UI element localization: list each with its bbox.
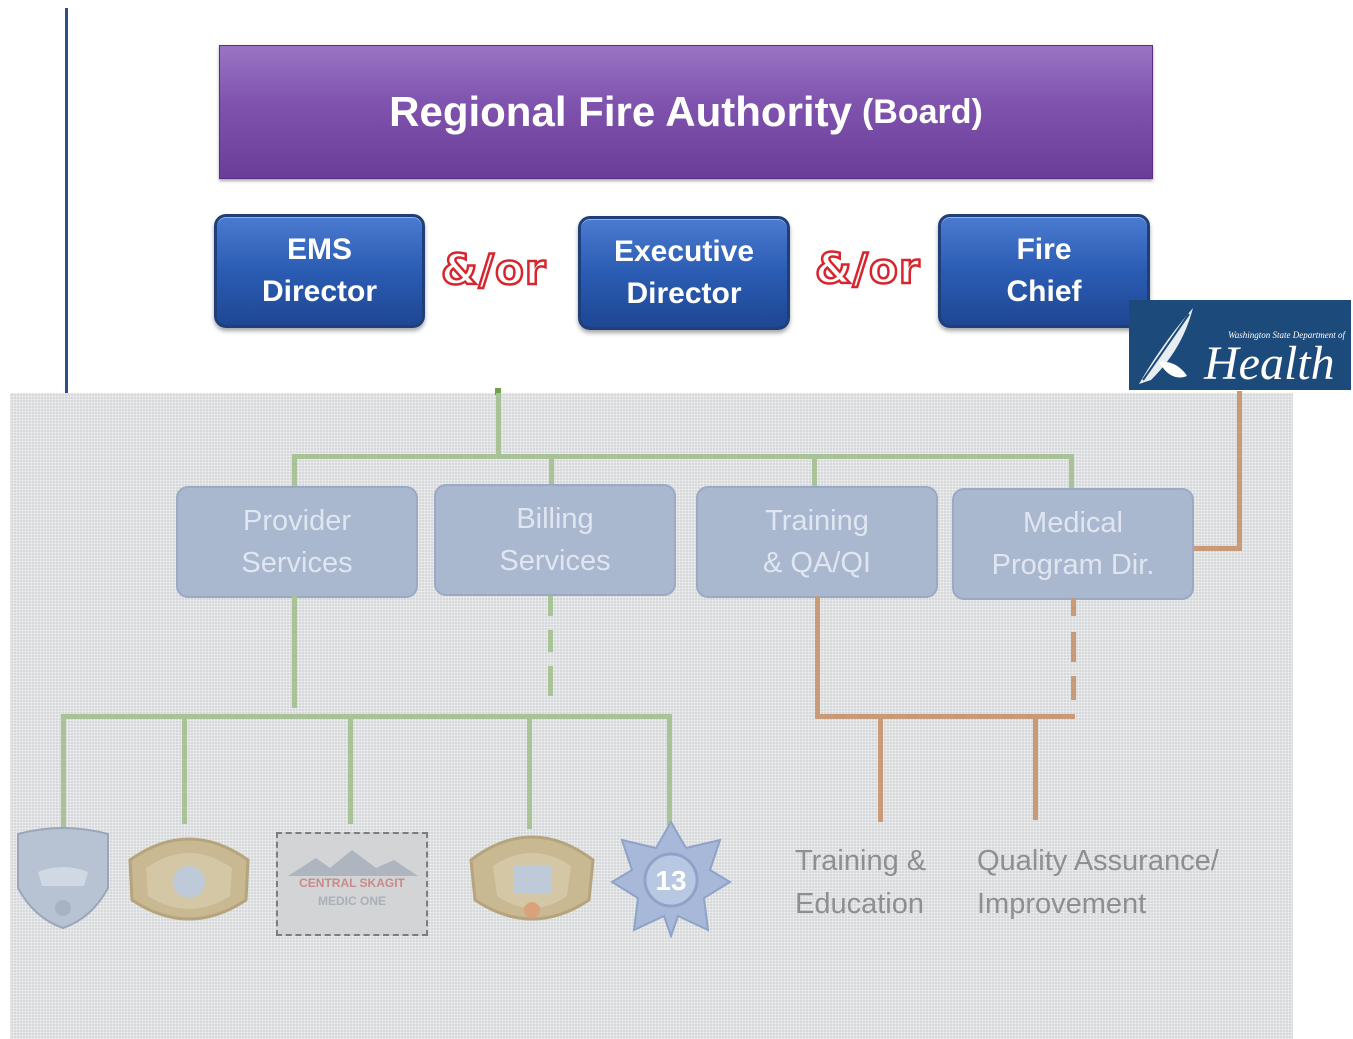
- training-education-line1: Training &: [795, 845, 927, 877]
- provider-services-box: Provider Services: [176, 486, 418, 598]
- billing-services-line1: Billing: [516, 503, 594, 535]
- feather-icon: [1139, 308, 1193, 384]
- fire-chief-box: Fire Chief: [938, 214, 1150, 328]
- fire-chief-line2: Chief: [1006, 275, 1082, 308]
- connector-leaves-horizontal: [815, 714, 1075, 719]
- executive-director-line1: Executive: [613, 235, 755, 268]
- fire-chief-line1: Fire: [1016, 233, 1072, 266]
- connector-agency-4: [527, 714, 532, 829]
- provider-services-line2: Services: [241, 547, 353, 579]
- quality-assurance-text: Quality Assurance/ Improvement: [977, 840, 1219, 926]
- provider-services-line1: Provider: [243, 505, 351, 537]
- ems-director-box: EMS Director: [214, 214, 425, 328]
- connector-agencies-horizontal: [61, 714, 670, 719]
- health-logo-word: Health: [1204, 337, 1335, 390]
- medical-program-line1: Medical: [1023, 507, 1123, 539]
- connector-to-training: [812, 454, 817, 488]
- training-education-line2: Education: [795, 888, 924, 920]
- central-skagit-name-1: CENTRAL SKAGIT: [299, 876, 405, 890]
- connector-agency-1: [61, 714, 66, 829]
- health-logo-department: Washington State Department of: [1228, 330, 1345, 340]
- mountain-icon: [288, 850, 418, 876]
- connector-sub-horizontal: [292, 454, 1074, 459]
- andor-connector-1: &/or: [440, 244, 547, 296]
- dashed-medical-1: [1071, 598, 1076, 616]
- connector-main-vertical: [496, 393, 501, 456]
- left-rule: [65, 8, 68, 393]
- connector-health-vertical: [1237, 391, 1242, 551]
- quality-assurance-line1: Quality Assurance/: [977, 845, 1219, 877]
- training-qa-box: Training & QA/QI: [696, 486, 938, 598]
- connector-training-education: [878, 714, 883, 822]
- billing-services-line2: Services: [499, 545, 611, 577]
- connector-quality-assurance: [1033, 714, 1038, 820]
- board-box: Regional Fire Authority (Board): [219, 45, 1153, 179]
- board-suffix: (Board): [861, 92, 983, 131]
- connector-agency-5: [667, 714, 672, 826]
- central-skagit-name-2: MEDIC ONE: [317, 894, 386, 908]
- agency-badge-5-icon: 13: [610, 819, 732, 938]
- dashed-medical-2: [1071, 632, 1076, 662]
- wa-health-logo: Washington State Department of Health: [1129, 300, 1351, 390]
- agency-badge-1-icon: [17, 827, 109, 930]
- agency-badge-2-icon: [128, 837, 250, 921]
- executive-director-box: Executive Director: [578, 216, 790, 330]
- dashed-billing-2: [548, 630, 553, 652]
- training-education-text: Training & Education: [795, 840, 926, 926]
- andor-connector-2: &/or: [814, 243, 921, 295]
- board-title: Regional Fire Authority: [389, 88, 852, 135]
- dashed-billing-1: [548, 596, 553, 616]
- connector-provider-down: [292, 595, 297, 708]
- dashed-billing-3: [548, 666, 553, 696]
- connector-agency-3: [348, 714, 353, 824]
- training-qa-line2: & QA/QI: [763, 547, 871, 579]
- connector-stub: [495, 388, 501, 395]
- connector-health-horizontal: [1190, 546, 1242, 551]
- connector-training-down: [815, 596, 820, 718]
- central-skagit-logo: CENTRAL SKAGIT MEDIC ONE: [276, 832, 428, 936]
- badge-number: 13: [655, 865, 686, 896]
- ems-director-line1: EMS: [286, 233, 352, 266]
- executive-director-line2: Director: [626, 277, 742, 310]
- training-qa-line1: Training: [765, 505, 869, 537]
- connector-to-medical: [1069, 454, 1074, 488]
- connector-to-provider: [292, 454, 297, 488]
- connector-to-billing: [549, 454, 554, 486]
- agency-badge-4-icon: [469, 835, 595, 921]
- connector-agency-2: [182, 714, 187, 824]
- dashed-medical-3: [1071, 676, 1076, 700]
- medical-program-box: Medical Program Dir.: [952, 488, 1194, 600]
- quality-assurance-line2: Improvement: [977, 888, 1147, 920]
- medical-program-line2: Program Dir.: [991, 549, 1155, 581]
- ems-director-line2: Director: [261, 275, 378, 308]
- billing-services-box: Billing Services: [434, 484, 676, 596]
